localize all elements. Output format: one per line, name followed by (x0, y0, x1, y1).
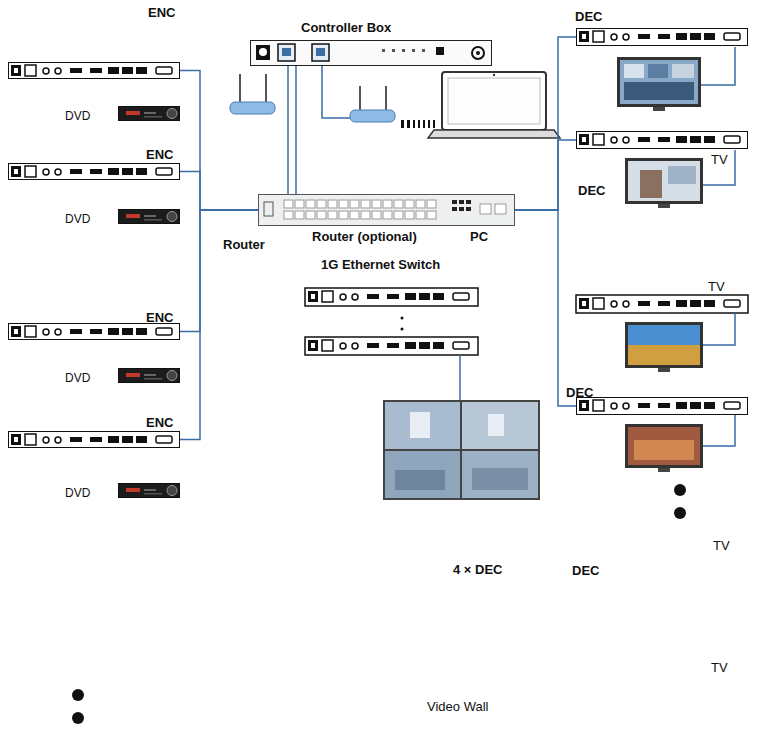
dvd-player: DVD (118, 483, 180, 498)
network-cable (287, 66, 289, 194)
network-cable (180, 71, 258, 211)
dvd-player-label: DVD (65, 212, 90, 227)
router-label: Router (optional) (312, 229, 417, 244)
network-cable (515, 37, 576, 210)
encoder: ENC (8, 431, 180, 448)
decoder: DEC (576, 28, 748, 46)
decoder-label: DEC (572, 563, 599, 578)
decoder: DEC (576, 131, 748, 149)
network-cable (180, 210, 258, 332)
encoder: ENC (8, 163, 180, 180)
network-cable (180, 210, 258, 332)
encoder-label: ENC (146, 415, 173, 430)
tv-label: TV (711, 152, 728, 167)
decoder-label: DEC (566, 385, 593, 400)
network-cable (288, 66, 289, 194)
dvd-player-label: DVD (65, 371, 90, 386)
dvd-player: DVD (118, 368, 180, 383)
dvd-player: DVD (118, 106, 180, 121)
dvd-player-label: DVD (65, 486, 90, 501)
network-cable (515, 210, 576, 406)
decoder: DEC (576, 397, 748, 415)
tv-label: TV (708, 279, 725, 294)
encoder: ENC (8, 323, 180, 340)
network-cable (180, 172, 258, 211)
network-cable (515, 140, 576, 210)
router-label: Router (223, 237, 265, 252)
decoder-label: DEC (578, 183, 605, 198)
dvd-player-label: DVD (65, 109, 90, 124)
network-cable (180, 71, 258, 211)
decoder-count: 4 × DEC (453, 562, 503, 577)
encoder: ENC (8, 62, 180, 79)
ethernet-switch: 1G Ethernet Switch (258, 194, 515, 226)
caption-label: Video Wall (427, 699, 488, 714)
dvd-player: DVD (118, 209, 180, 224)
network-cable (515, 140, 576, 210)
decoder-label: DEC (575, 9, 602, 24)
ethernet-switch-label: 1G Ethernet Switch (321, 257, 440, 272)
controller-box-label: Controller Box (301, 20, 391, 35)
network-cable (180, 172, 258, 211)
encoder-label: ENC (146, 310, 173, 325)
tv-label: TV (713, 538, 730, 553)
network-cable (515, 210, 576, 406)
encoder-label: ENC (148, 5, 175, 20)
encoder-label: ENC (146, 147, 173, 162)
tv-label: TV (711, 660, 728, 675)
controller-box: Controller Box (250, 40, 492, 66)
pc-label: PC (470, 229, 488, 244)
network-cable (515, 37, 576, 210)
